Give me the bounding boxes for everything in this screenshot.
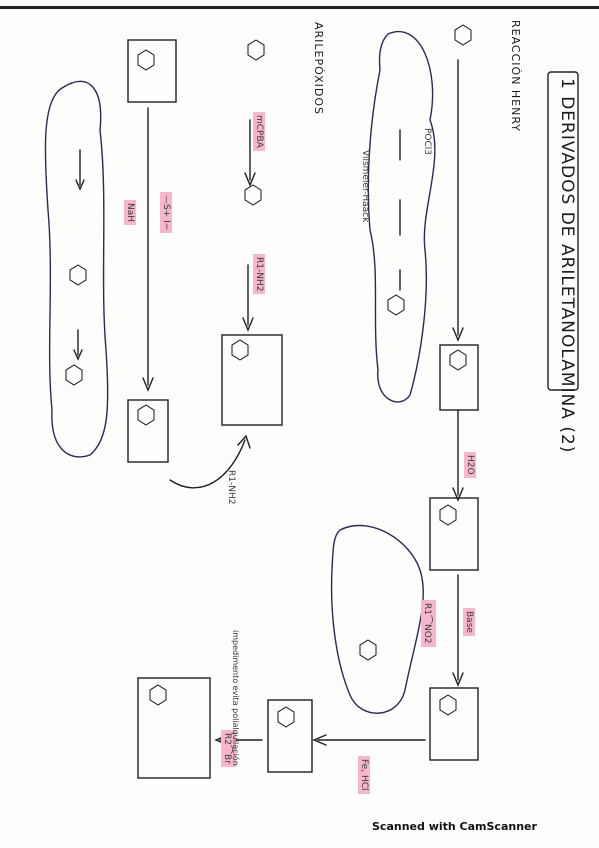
arrowhead-nah <box>142 377 154 392</box>
section-epoxides-label: ARILEPÓXIDOS <box>312 22 325 115</box>
iminium-box <box>439 344 479 411</box>
reagent-amine-ring-opening: R1-NH2 <box>226 470 236 505</box>
page-title: 1 DERIVADOS DE ARILETANOLAMINA (2) <box>557 78 577 454</box>
benzene-nitroaldol <box>359 639 377 661</box>
reagent-sulfonium: —S+ I− <box>160 192 172 234</box>
reagent-base: Base <box>463 608 475 636</box>
ylide-arrowhead-1 <box>75 179 85 191</box>
curved-arrowhead <box>237 434 251 449</box>
curved-arrow-ring-opening <box>169 439 246 489</box>
epoxide-product-box <box>221 334 283 426</box>
benzene-benzaldehyde <box>137 49 155 71</box>
benzene-styrene <box>247 39 265 61</box>
benzene-start-henry <box>454 24 472 46</box>
arrowhead-base <box>452 672 464 687</box>
benzene-mechanism <box>387 294 405 316</box>
benzene-nitroalcohol <box>439 694 457 716</box>
benzene-aldehyde <box>439 504 457 526</box>
arrowhead-fe-hcl <box>312 734 327 746</box>
arrowhead-mcpba <box>244 172 256 187</box>
benzene-styrene-oxide <box>137 404 155 426</box>
reagent-fe-hcl: Fe, HCl <box>358 756 370 794</box>
arrowhead-henry-1 <box>452 327 464 342</box>
final-product-box <box>137 677 211 779</box>
benzene-epoxide <box>244 184 262 206</box>
benzene-ylide-2 <box>65 364 83 386</box>
benzene-ylide-1 <box>69 264 87 286</box>
mechanism-cloud-henry <box>367 31 436 403</box>
benzene-aminoalcohol-2 <box>277 706 295 728</box>
aminoalcohol-box <box>267 699 313 773</box>
mechanism-cloud-nitroaldol <box>330 524 424 714</box>
ylide-arrowhead-2 <box>73 349 83 361</box>
nitroalcohol-box <box>429 687 479 761</box>
top-border-line <box>0 6 599 9</box>
polyalkylation-note: impedimento evita polialquilación <box>231 630 240 766</box>
reagent-vilsmeier: Vilsmeier-Haack <box>360 150 370 223</box>
benzene-final <box>149 684 167 706</box>
arrowhead-h2o <box>452 487 464 502</box>
aldehyde-box <box>429 497 479 571</box>
mechanism-cloud-ylide <box>44 80 109 458</box>
title-box <box>547 71 579 391</box>
reagent-nah: NaH <box>124 200 136 226</box>
reagent-mcpba: mCPBA <box>253 112 265 151</box>
arrowhead-amine <box>242 317 254 332</box>
reagent-pocl3: POCl3 <box>422 128 432 156</box>
styrene-oxide-box <box>127 399 169 463</box>
section-henry-label: REACCIÓN HENRY <box>509 20 522 133</box>
benzaldehyde-box-open <box>127 39 177 103</box>
reagent-amine: R1-NH2 <box>253 254 265 295</box>
benzene-iminium <box>449 349 467 371</box>
benzene-aminoalcohol-1 <box>231 339 249 361</box>
reagent-nitroalkane: R1⌒NO2 <box>421 600 436 647</box>
scanner-footer: Scanned with CamScanner <box>372 820 537 833</box>
reagent-h2o: H2O <box>464 452 476 478</box>
